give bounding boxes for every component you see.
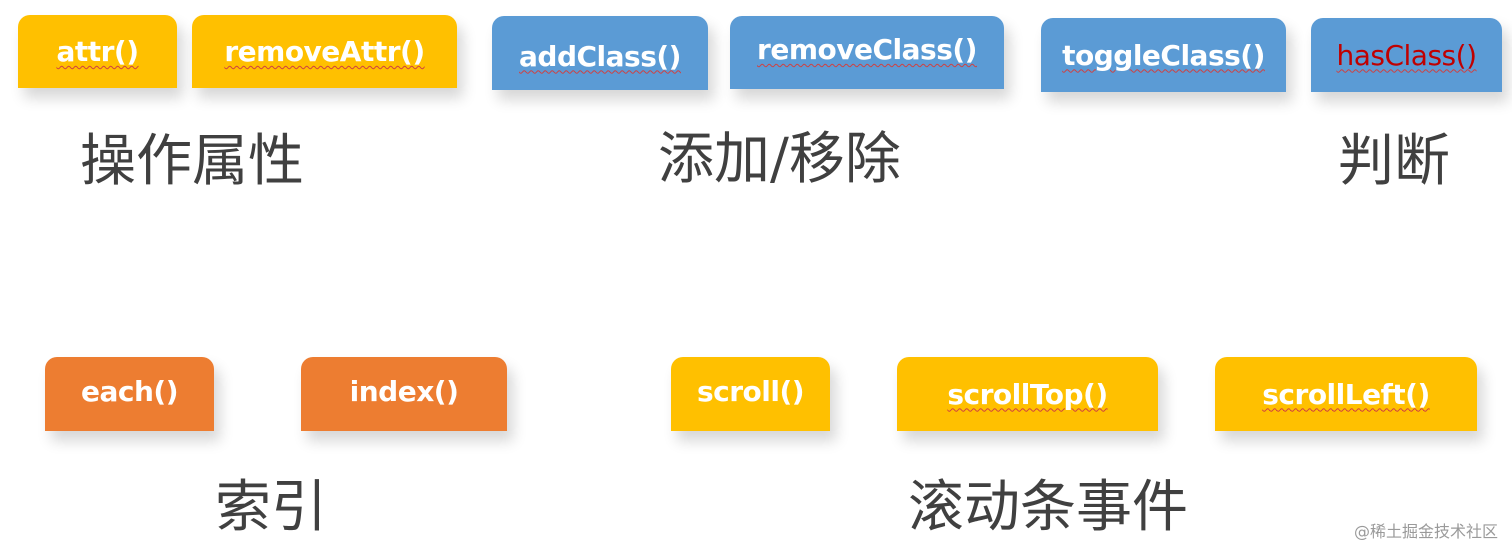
method-index: index() <box>301 357 507 431</box>
method-attr: attr() <box>18 15 177 88</box>
group-label-check: 判断 <box>1338 129 1450 194</box>
method-scroll: scroll() <box>671 357 830 431</box>
method-label: removeClass() <box>757 33 977 66</box>
group-label-scroll-events: 滚动条事件 <box>908 475 1188 540</box>
group-label-index: 索引 <box>215 475 327 540</box>
method-label: toggleClass() <box>1062 38 1265 72</box>
method-removeclass: removeClass() <box>730 16 1004 89</box>
group-label-add-remove: 添加/移除 <box>658 127 901 192</box>
method-addclass: addClass() <box>492 16 708 90</box>
method-scrollleft: scrollLeft() <box>1215 357 1477 431</box>
method-label: hasClass() <box>1336 38 1477 72</box>
method-label: removeAttr() <box>224 35 425 68</box>
method-label: attr() <box>56 35 139 68</box>
method-scrolltop: scrollTop() <box>897 357 1158 431</box>
method-label: scroll() <box>696 374 805 408</box>
method-toggleclass: toggleClass() <box>1041 18 1286 92</box>
method-label: each() <box>80 374 179 408</box>
method-label: index() <box>349 374 459 408</box>
group-label-attributes: 操作属性 <box>80 129 304 194</box>
watermark: @稀土掘金技术社区 <box>1353 522 1498 541</box>
method-hasclass: hasClass() <box>1311 18 1502 92</box>
method-label: addClass() <box>519 39 681 73</box>
method-removeattr: removeAttr() <box>192 15 457 88</box>
method-label: scrollLeft() <box>1262 377 1430 411</box>
method-each: each() <box>45 357 214 431</box>
method-label: scrollTop() <box>947 377 1108 411</box>
